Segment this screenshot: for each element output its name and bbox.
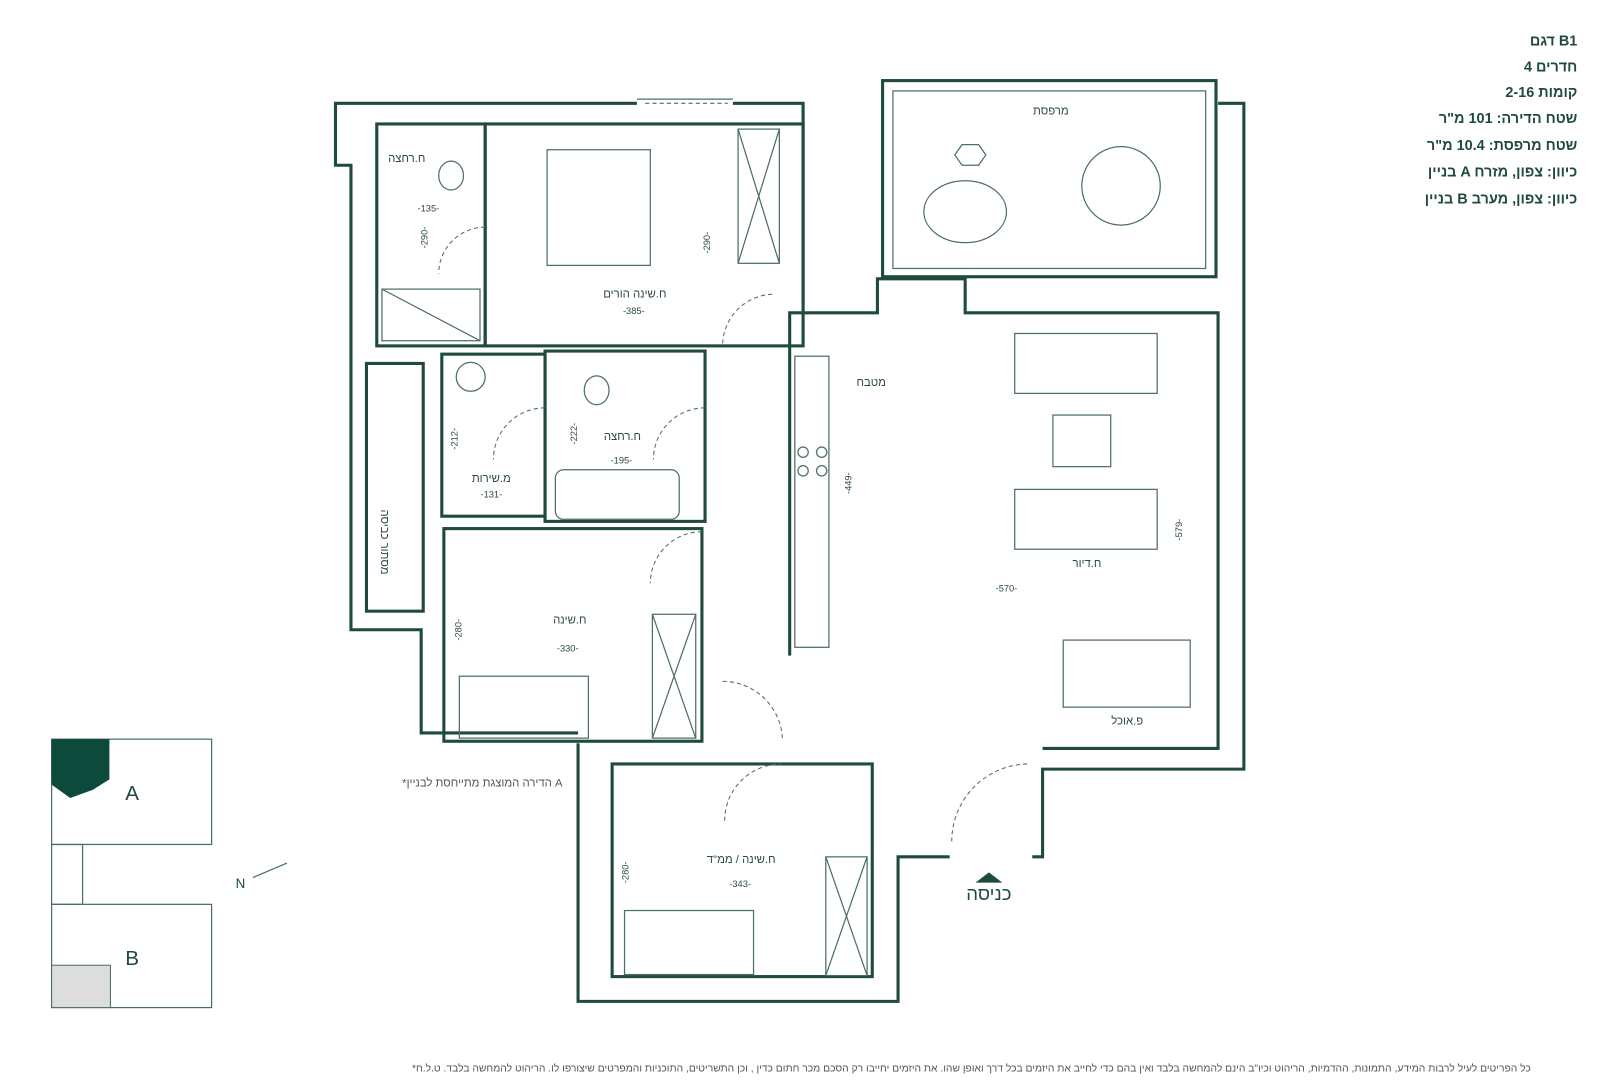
bath1-label: ח.רחצה [388,153,425,165]
balcony-area: שטח מרפסת: 10.4 מ"ר [1427,138,1578,154]
walls [333,79,1246,1003]
building-a-label: A [125,782,139,805]
safe-room-dim: -343- [729,879,751,889]
bath1-dim-v: -290- [419,227,429,249]
dining-label: פ.אוכל [1111,715,1143,728]
bath2-label: ח.רחצה [604,431,641,443]
kitchen-label: מטבח [856,377,885,389]
bedroom-dim: -330- [557,643,579,653]
disclaimer: *כל הפריטים לעיל לרבות המידע, התמונות, ה… [412,1063,1531,1075]
safe-room-dim-v: -280- [621,862,631,884]
key-plan: A B N *הדירה המוצגת מתייחסת לבניין A [50,738,563,1009]
service-dim-v: -212- [449,428,459,450]
building-a-direction: בניין A כיוון: צפון, מזרח [1428,165,1577,181]
bedroom-dim-v: -280- [453,619,463,641]
floors-label: קומות 2-16 [1505,85,1577,101]
kitchen-dim-v: -449- [844,472,854,494]
building-b-label: B [125,947,139,970]
room-labels: מרפסת ח.רחצה -135- -290- ח.שינה הורים -3… [378,106,1184,905]
living-dim: -570- [996,584,1018,594]
fixtures [381,128,1191,977]
north-label: N [236,876,246,891]
rooms-label: 4 חדרים [1524,59,1577,75]
bath2-dim: -195- [611,456,633,466]
safe-room-label: ח.שינה / ממ"ד [707,854,776,866]
master-dim: -385- [623,306,645,316]
balcony-label: מרפסת [1033,106,1069,118]
bath2-dim-v: -222- [569,423,579,445]
highlighted-apartment [51,739,110,799]
building-note: *הדירה המוצגת מתייחסת לבניין A [402,777,563,790]
master-bedroom-label: ח.שינה הורים [603,288,666,300]
building-b-direction: בניין B כיוון: צפון, מערב [1425,191,1578,207]
service-dim: -131- [481,490,503,500]
bath1-dim: -135- [418,204,440,214]
living-label: ח.דיור [1073,558,1102,570]
living-dim-v: -579- [1174,519,1184,541]
entrance-label: כניסה [966,883,1011,904]
bedroom-label: ח.שינה [553,615,586,627]
laundry-label: מסתור כביסה [378,509,390,574]
entrance-arrow-icon [975,872,1003,883]
service-label: מ.שירות [472,473,511,485]
apartment-area: שטח הדירה: 101 מ"ר [1439,111,1578,127]
model-label: דגם B1 [1530,34,1577,50]
master-dim-v: -290- [702,232,712,254]
apartment-info: דגם B1 4 חדרים קומות 2-16 שטח הדירה: 101… [1425,34,1578,208]
